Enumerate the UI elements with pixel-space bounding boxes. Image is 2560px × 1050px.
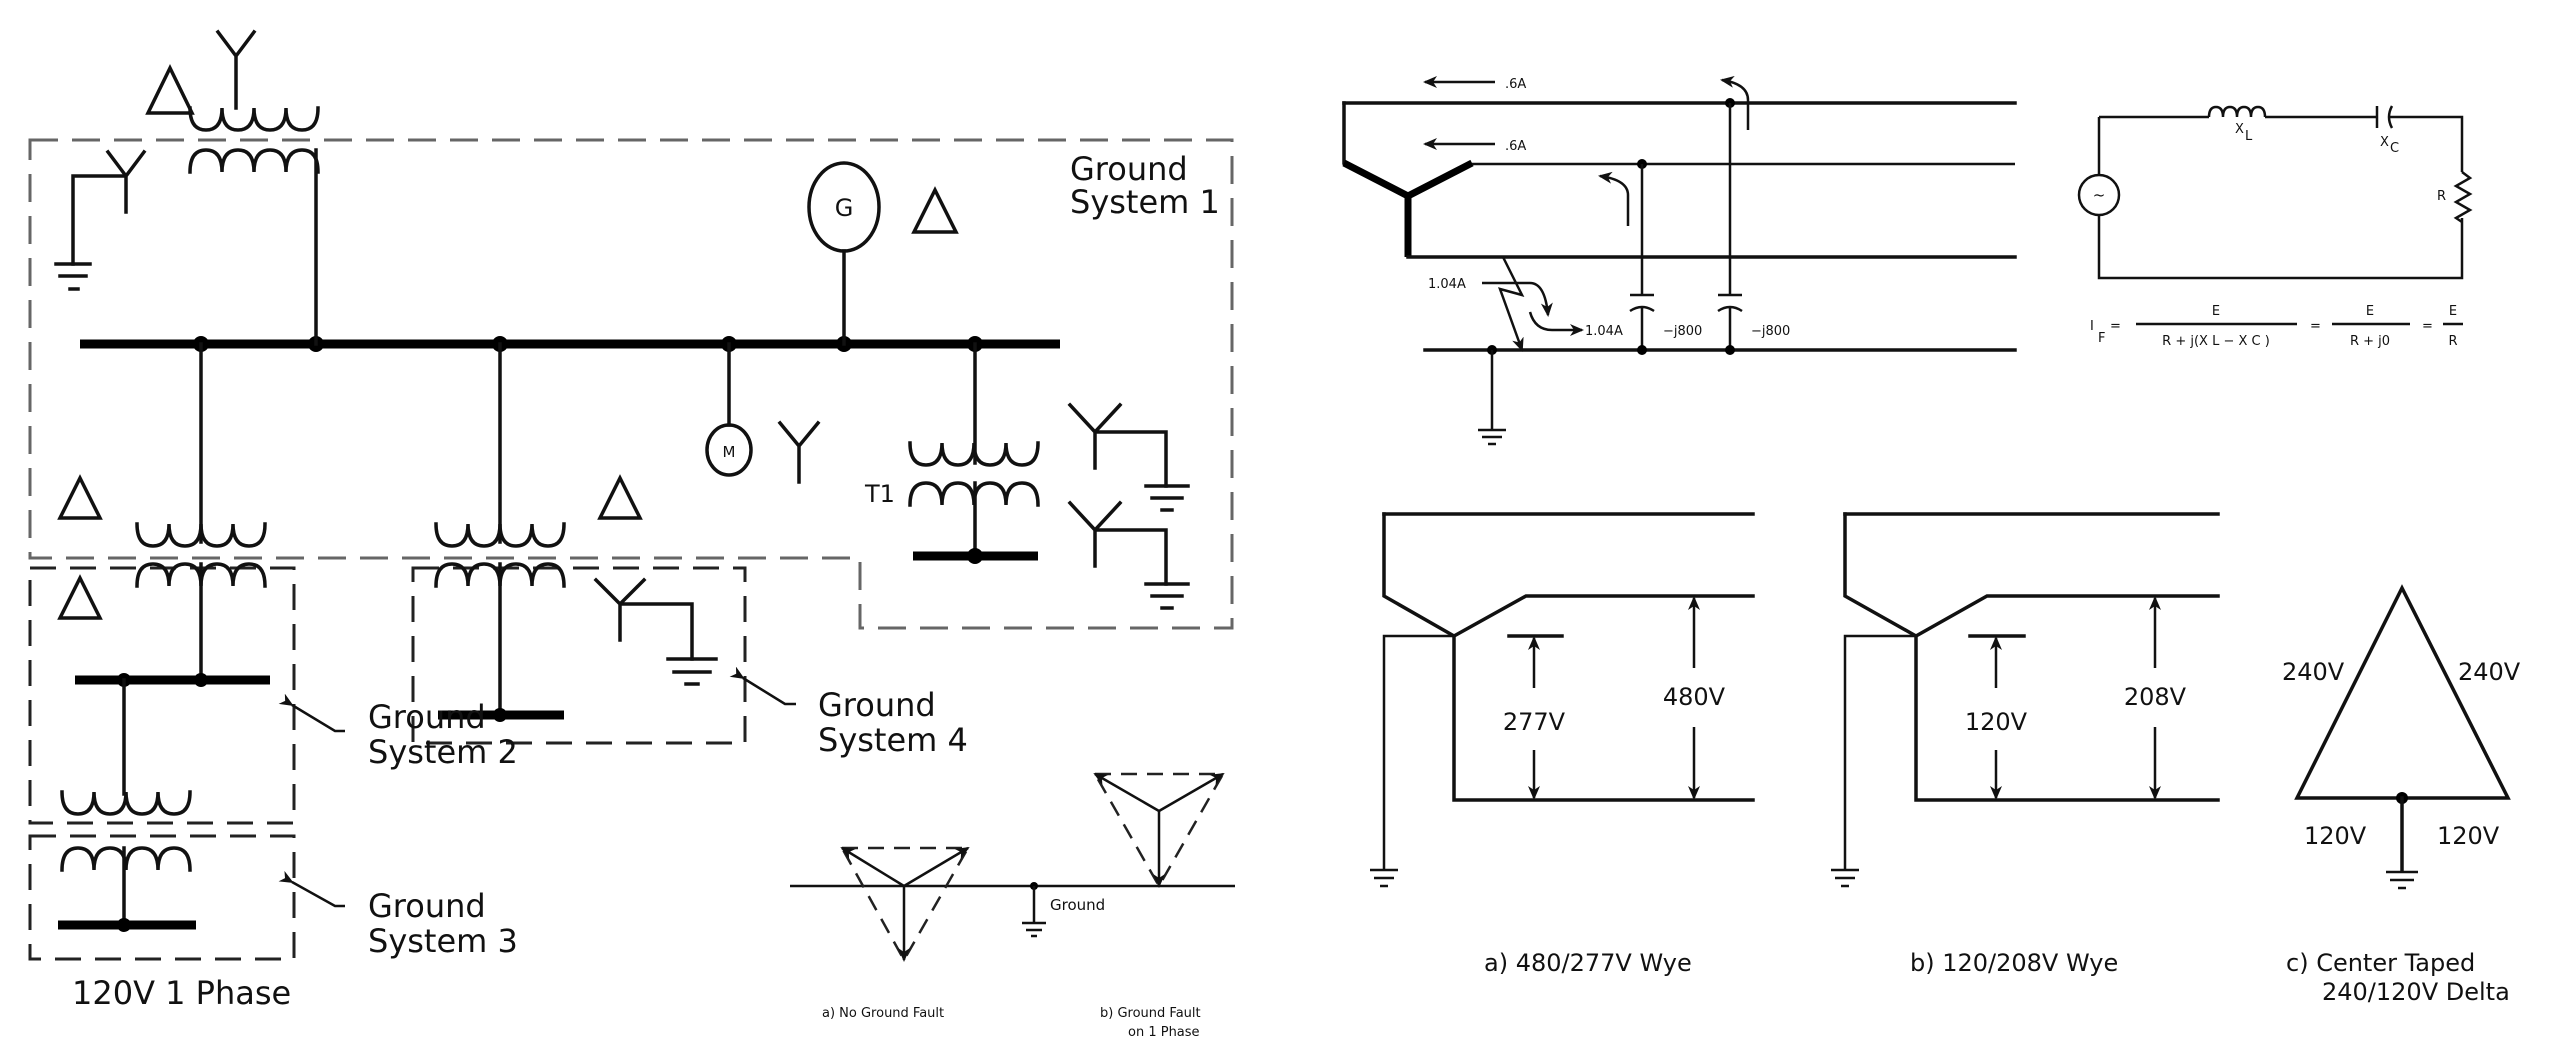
fault-current-formula: I F = E R + j(X L − X C ) = E R + j0 = E… bbox=[2090, 304, 2463, 349]
phase-voltage-label: 120V bbox=[1965, 708, 2028, 736]
ground-system-3-boundary bbox=[28, 834, 296, 961]
ground-system-4-label-line2: System 4 bbox=[818, 721, 968, 759]
utility-transformer bbox=[188, 29, 320, 346]
fault-current-in-label: 1.04A bbox=[1428, 277, 1466, 292]
transformer-gs4 bbox=[434, 342, 566, 722]
leader-arrow bbox=[278, 693, 345, 733]
ground-system-2-label-line1: Ground bbox=[368, 698, 486, 736]
fault-lightning-icon bbox=[1498, 256, 1525, 352]
wye-480-277-panel: 277V 480V a) 480/277V Wye bbox=[1370, 512, 1755, 977]
phasor-caption-a: a) No Ground Fault bbox=[822, 1006, 944, 1021]
delta-icon bbox=[57, 574, 103, 620]
capacitor-label-1: −j800 bbox=[1663, 324, 1702, 339]
source-symbol: ~ bbox=[2093, 186, 2106, 204]
delta-icon bbox=[145, 64, 195, 115]
grounded-wye-icon bbox=[1067, 402, 1190, 512]
formula-den-3: R bbox=[2448, 334, 2457, 349]
ground-systems-panel: G Ground System 1 M T1 bbox=[28, 29, 1234, 1012]
fault-current-out-label: 1.04A bbox=[1585, 324, 1623, 339]
line-voltage-label: 208V bbox=[2124, 683, 2187, 711]
phasor-no-fault bbox=[839, 846, 971, 963]
wye-a-caption: a) 480/277V Wye bbox=[1484, 949, 1692, 977]
wye-120-208-panel: 120V 208V b) 120/208V Wye bbox=[1831, 512, 2220, 977]
formula-num-3: E bbox=[2449, 304, 2457, 319]
center-tapped-delta-panel: 240V 240V 120V 120V c) Center Taped 240/… bbox=[2282, 584, 2521, 1006]
transformer-t1-label: T1 bbox=[864, 480, 895, 508]
ground-system-1-label-line1: Ground bbox=[1070, 150, 1188, 188]
phasor-ground-fault bbox=[1092, 772, 1226, 889]
formula-lhs-sub: F bbox=[2098, 331, 2105, 346]
ground-system-4-label-line1: Ground bbox=[818, 686, 936, 724]
ground-system-1-label-line2: System 1 bbox=[1070, 183, 1220, 221]
ground-system-4-boundary bbox=[411, 566, 747, 745]
line-voltage-label: 480V bbox=[1663, 683, 1726, 711]
series-circuit-panel: ~ X L X C R I F = E R + j(X L − X C ) = … bbox=[2077, 105, 2473, 349]
formula-num-2: E bbox=[2366, 304, 2374, 319]
phase-voltage-label: 277V bbox=[1503, 708, 1566, 736]
grounded-wye-icon bbox=[54, 149, 147, 291]
generator: G bbox=[807, 161, 959, 346]
delta-caption-line2: 240/120V Delta bbox=[2322, 978, 2510, 1006]
delta-icon bbox=[597, 474, 643, 520]
ground-system-2-boundary bbox=[28, 566, 296, 825]
capacitor-subscript: C bbox=[2390, 141, 2399, 156]
motor-label: M bbox=[723, 443, 736, 461]
fault-current-panel: .6A .6A −j800 −j800 1.04A 1.04A bbox=[1342, 75, 2017, 446]
inductor-label: X bbox=[2235, 122, 2244, 137]
formula-lhs: I bbox=[2090, 319, 2094, 334]
inductor-icon bbox=[2207, 105, 2267, 118]
wye-icon bbox=[777, 420, 821, 484]
ground-system-3-label-line1: Ground bbox=[368, 887, 486, 925]
generator-label: G bbox=[835, 194, 854, 222]
grounded-wye-icon bbox=[1067, 500, 1190, 610]
delta-caption-line1: c) Center Taped bbox=[2286, 949, 2475, 977]
formula-num-1: E bbox=[2212, 304, 2220, 319]
delta-triangle bbox=[2294, 584, 2511, 800]
delta-icon bbox=[911, 186, 959, 234]
resistor-label: R bbox=[2437, 189, 2446, 204]
formula-den-1: R + j(X L − X C ) bbox=[2162, 334, 2270, 349]
ground-icon bbox=[1022, 882, 1046, 938]
delta-left-voltage: 240V bbox=[2282, 658, 2345, 686]
delta-right-voltage: 240V bbox=[2458, 658, 2521, 686]
delta-bottom-right-voltage: 120V bbox=[2437, 822, 2500, 850]
motor: M bbox=[705, 342, 821, 484]
resistor-icon bbox=[2453, 171, 2473, 224]
single-phase-label: 120V 1 Phase bbox=[72, 974, 291, 1012]
phasor-caption-b-line1: b) Ground Fault bbox=[1100, 1006, 1201, 1021]
inductor-subscript: L bbox=[2245, 129, 2253, 144]
leader-arrow bbox=[729, 666, 796, 706]
leader-arrow bbox=[278, 870, 345, 908]
formula-eq: = bbox=[2110, 319, 2121, 334]
phasor-caption-b-line2: on 1 Phase bbox=[1128, 1025, 1200, 1040]
ground-label: Ground bbox=[1050, 896, 1105, 914]
current-label-phase2: .6A bbox=[1505, 139, 1526, 154]
formula-den-2: R + j0 bbox=[2350, 334, 2390, 349]
capacitor-label: X bbox=[2380, 135, 2389, 150]
transformer-t1: T1 bbox=[864, 342, 1040, 564]
ground-system-2-label-line2: System 2 bbox=[368, 733, 518, 771]
phasor-panel: Ground a) No Ground Fault b) Ground Faul… bbox=[790, 772, 1235, 1040]
delta-icon bbox=[57, 474, 103, 520]
current-label-phase1: .6A bbox=[1505, 77, 1526, 92]
grounded-wye-icon bbox=[593, 577, 718, 686]
delta-bottom-left-voltage: 120V bbox=[2304, 822, 2367, 850]
transformer-gs2 bbox=[60, 342, 270, 816]
ac-source-icon bbox=[2077, 173, 2121, 217]
ground-system-1-boundary bbox=[28, 138, 1234, 630]
transformer-gs3 bbox=[58, 846, 196, 932]
wye-b-caption: b) 120/208V Wye bbox=[1910, 949, 2118, 977]
capacitor-label-2: −j800 bbox=[1751, 324, 1790, 339]
ground-system-3-label-line2: System 3 bbox=[368, 922, 518, 960]
formula-eq-3: = bbox=[2422, 319, 2433, 334]
formula-eq-2: = bbox=[2310, 319, 2321, 334]
